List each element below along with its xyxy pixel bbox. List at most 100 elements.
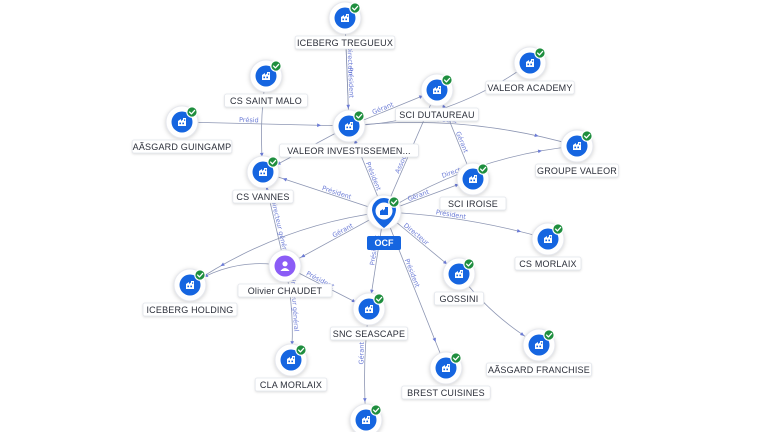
node-label-box	[224, 93, 308, 108]
graph-node-asgard-guingamp[interactable]: AÃSGARD GUINGAMP	[131, 105, 233, 154]
edge-line	[383, 211, 447, 369]
check-mark	[355, 113, 363, 119]
check-mark	[196, 272, 204, 278]
graph-node-sci-iroise[interactable]: SCI IROISE	[439, 162, 507, 211]
building-window	[439, 87, 441, 89]
edge-label: Gérant	[357, 342, 366, 365]
building-window	[260, 172, 262, 175]
company-building-icon	[365, 305, 373, 313]
edge-ocf-iceberg-holding[interactable]	[189, 211, 385, 286]
graph-node-iceberg-holding[interactable]: ICEBERG HOLDING	[142, 268, 238, 317]
edge-label: Président	[364, 161, 383, 193]
check-mark	[372, 407, 380, 413]
verified-check-icon	[450, 352, 462, 364]
graph-node-gossini[interactable]: GOSSINI	[433, 257, 484, 306]
building-window	[179, 122, 181, 125]
node-label-box	[279, 143, 419, 158]
node-label: SCI IROISE	[448, 199, 498, 209]
building-window	[345, 18, 347, 21]
graph-node-bottom-company[interactable]	[349, 403, 383, 432]
building-window	[536, 345, 538, 348]
edge-line	[348, 122, 578, 147]
person-icon	[280, 261, 290, 271]
node-label: VALEOR ACADEMY	[487, 83, 572, 93]
building-window	[266, 76, 268, 79]
edge-label: Président	[346, 67, 355, 98]
graph-node-asgard-franchise[interactable]: AÃSGARD FRANCHISE	[485, 328, 592, 377]
edge-arrow-icon	[534, 133, 539, 138]
graph-node-snc-seascape[interactable]: SNC SEASCAPE	[329, 292, 408, 341]
graph-node-cs-saint-malo[interactable]: CS SAINT MALO	[224, 59, 308, 108]
edge-arrow-icon	[537, 149, 543, 154]
building-window	[475, 176, 477, 178]
company-building-icon	[535, 341, 543, 349]
edge-line	[181, 121, 350, 127]
building-window	[293, 357, 295, 359]
verified-check-icon	[370, 404, 382, 416]
company-building-icon	[573, 142, 581, 150]
edge-asgard-guingamp-valeor-invest[interactable]: Présid	[181, 116, 350, 128]
graph-node-cs-vannes[interactable]: CS VANNES	[232, 155, 294, 204]
person-body	[280, 268, 290, 271]
check-badge	[463, 258, 475, 270]
edge-arrow-icon	[259, 152, 264, 157]
focus-label-box	[367, 236, 401, 250]
check-mark	[443, 77, 451, 83]
node-label: GROUPE VALEOR	[537, 166, 617, 176]
graph-node-cs-morlaix[interactable]: CS MORLAIX	[514, 222, 582, 271]
graph-node-brest-cuisines[interactable]: BREST CUISINES	[401, 351, 491, 400]
edge-label: Gérant	[331, 221, 355, 239]
node-label-box	[401, 385, 491, 400]
check-mark	[351, 5, 359, 11]
building-window	[184, 119, 186, 121]
graph-node-focus-ocf[interactable]: OCF	[366, 194, 402, 250]
verified-check-icon	[581, 130, 593, 142]
check-mark	[583, 133, 591, 139]
graph-node-sci-dutaureau[interactable]: SCI DUTAUREAU	[395, 73, 479, 122]
edge-label: Présid	[239, 116, 259, 124]
node-label-box	[329, 326, 408, 341]
verified-check-icon	[543, 329, 555, 341]
building-window	[461, 271, 463, 273]
verified-check-icon	[477, 163, 489, 175]
node-label-box	[294, 35, 396, 50]
verified-check-icon	[267, 156, 279, 168]
building-window	[579, 143, 581, 145]
graph-node-valeor-invest[interactable]: VALEOR INVESTISSEMEN...	[279, 109, 419, 158]
building-window	[369, 309, 371, 312]
graph-node-cla-morlaix[interactable]: CLA MORLAIX	[254, 343, 328, 392]
edge-arrow-icon	[290, 341, 295, 346]
edge-label: Président	[321, 184, 353, 201]
graph-node-groupe-valeor[interactable]: GROUPE VALEOR	[535, 129, 619, 178]
verified-check-icon	[270, 60, 282, 72]
edge-label: Gérant	[454, 130, 470, 154]
verified-check-icon	[441, 74, 453, 86]
graph-node-iceberg-tregueux[interactable]: ICEBERG TREGUEUX	[294, 1, 396, 50]
check-badge	[534, 47, 546, 59]
edge-snc-seascape-bottom-company[interactable]: Gérant	[357, 308, 370, 421]
node-label-box	[485, 80, 575, 95]
edge-label: Président	[403, 258, 422, 290]
edge-line	[383, 211, 549, 240]
graph-node-valeor-academy[interactable]: VALEOR ACADEMY	[485, 46, 575, 95]
building-window	[288, 360, 290, 363]
check-mark	[390, 199, 398, 205]
edge-arrow-icon	[317, 123, 322, 128]
building-window	[291, 360, 293, 363]
edge-label: Directeur général	[289, 274, 301, 332]
company-building-icon	[259, 168, 267, 176]
node-label: AÃSGARD GUINGAMP	[133, 142, 232, 152]
node-label: ICEBERG TREGUEUX	[297, 38, 393, 48]
check-badge	[267, 156, 279, 168]
graph-node-olivier-chaudet[interactable]: Olivier CHAUDET	[237, 249, 333, 298]
node-label-box	[131, 139, 233, 154]
node-label: GOSSINI	[440, 294, 479, 304]
node-label: CS VANNES	[236, 192, 289, 202]
building-window	[349, 126, 351, 129]
building-window	[366, 309, 368, 312]
edge-line	[189, 211, 385, 286]
node-label-box	[395, 107, 479, 122]
company-building-icon	[380, 207, 388, 215]
company-building-icon	[442, 364, 450, 372]
